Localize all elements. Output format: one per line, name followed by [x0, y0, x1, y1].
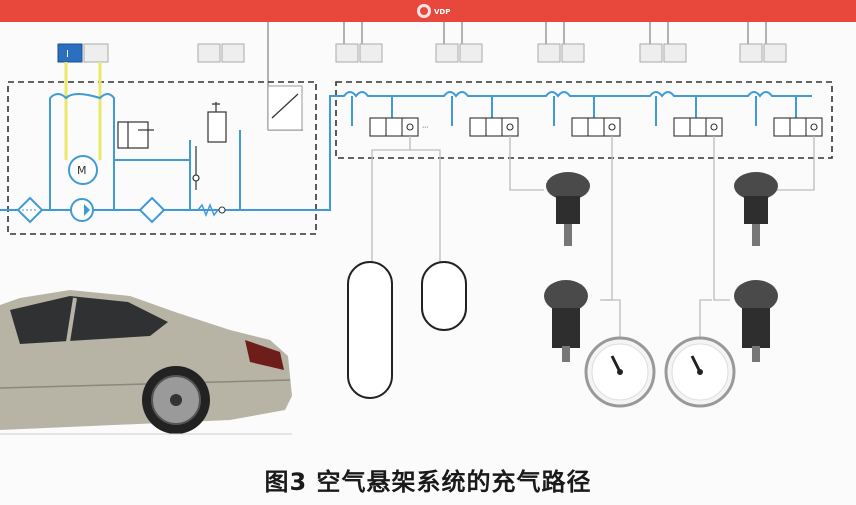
compressor-unit-frame [7, 81, 317, 235]
filter-icon [16, 196, 44, 224]
solenoid-valve-5 [773, 117, 823, 137]
compressor-icon [70, 198, 94, 222]
air-spring-front-right [734, 172, 778, 246]
check-valve-icon [197, 202, 226, 218]
solenoid-valve-3 [571, 117, 621, 137]
solenoid-valve-2 [469, 117, 519, 137]
pressure-sensor-icon [267, 85, 303, 131]
air-spring-rear-left [544, 280, 588, 362]
vdp-bus-bar: VDP [0, 0, 856, 22]
valve-block-frame [335, 81, 833, 159]
solenoid-valves: ᐧᐧᐧ [369, 117, 823, 137]
motor-icon: M [68, 155, 98, 185]
air-lines-valve-block [336, 91, 812, 126]
connector-boxes: I [57, 43, 787, 63]
vdp-label: VDP [434, 8, 450, 16]
power-lines [64, 62, 102, 160]
air-spring-front-left [546, 172, 590, 246]
figure-caption: 图3 空气悬架系统的充气路径 [264, 468, 592, 496]
solenoid-valve-1: ᐧᐧᐧ [369, 117, 428, 137]
exhaust-valve-icon [117, 102, 227, 190]
car-image [0, 290, 292, 435]
air-spring-rear-right [734, 280, 778, 362]
solenoid-valve-4 [673, 117, 723, 137]
reservoir-small [421, 261, 467, 331]
svg-text:ᐧᐧᐧ: ᐧᐧᐧ [422, 123, 428, 132]
connector-label: I [66, 49, 69, 60]
reservoir-large [347, 261, 393, 399]
dryer-icon [138, 196, 166, 224]
motor-label: M [77, 164, 87, 177]
pressure-gauge-right [664, 336, 736, 408]
outlet-lines [371, 136, 815, 340]
pressure-gauge-left [584, 336, 656, 408]
bus-wires [267, 22, 767, 131]
